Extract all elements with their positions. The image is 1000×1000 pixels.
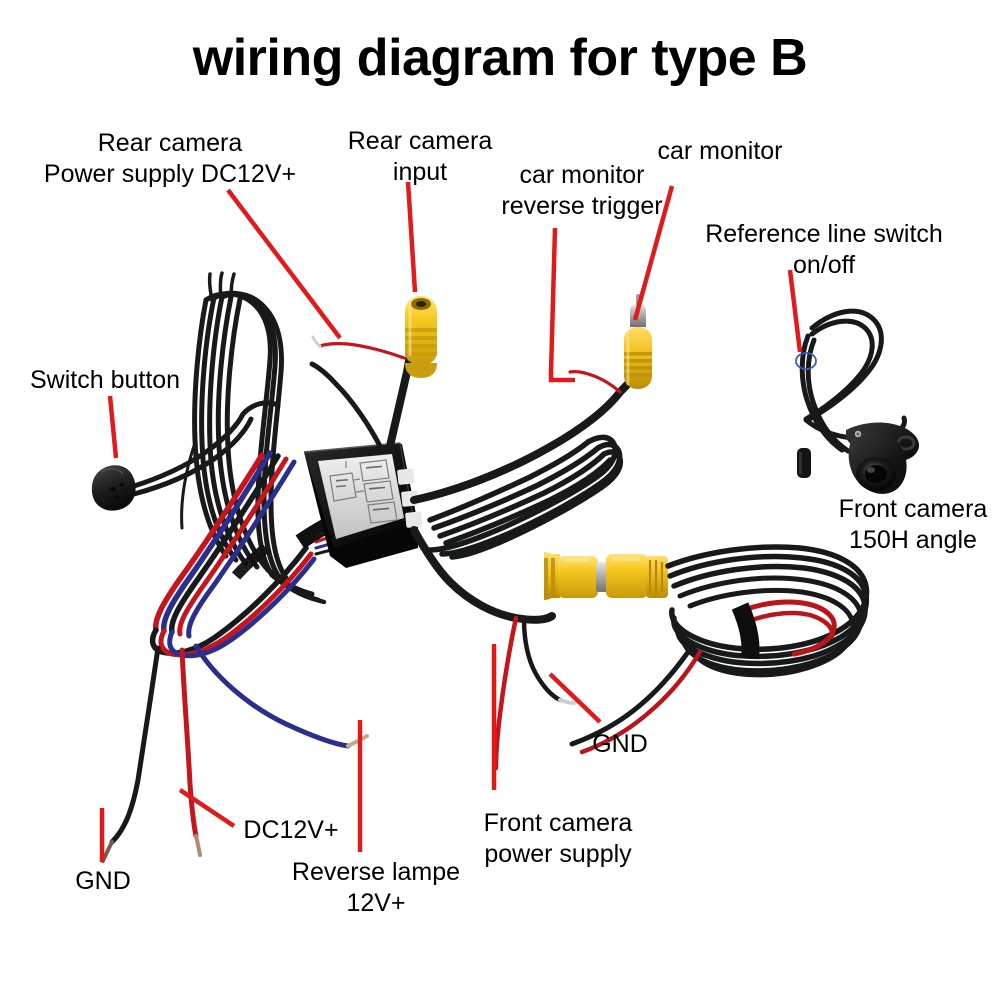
label-car-monitor-reverse-trigger: car monitor reverse trigger xyxy=(501,161,663,220)
wire-harness-bundle xyxy=(101,450,369,863)
label-switch-button: Switch button xyxy=(30,366,181,394)
pointer-car-monitor-reverse-trigger xyxy=(548,227,558,373)
pointer-rear-camera-input xyxy=(405,181,418,293)
pointer-car-monitor xyxy=(632,185,675,321)
rca-male-yellow-car-monitor[interactable] xyxy=(624,294,652,389)
pointer-lines xyxy=(99,181,803,862)
label-front-camera-angle: Front camera 150H angle xyxy=(838,495,988,554)
pointer-dc12v xyxy=(178,788,236,828)
cable-coil-front xyxy=(569,544,870,755)
pointer-rear-camera-power xyxy=(226,188,342,340)
rca-female-yellow-rear-input[interactable] xyxy=(405,296,437,378)
label-dc12v-plus: DC12V+ xyxy=(243,816,339,844)
front-camera-inline-connector xyxy=(797,448,811,478)
pointer-car-monitor-reverse-trigger-elbow xyxy=(548,372,575,383)
switch-button-cable xyxy=(128,400,281,497)
reference-line-switch-ring[interactable] xyxy=(795,352,817,370)
wire-to-rear-input xyxy=(309,332,417,453)
pointer-reference-line-switch xyxy=(787,269,803,353)
label-front-camera-power-supply: Front camera power supply xyxy=(483,809,633,868)
label-reference-line-switch: Reference line switch on/off xyxy=(705,220,943,279)
front-camera-module[interactable] xyxy=(846,422,920,494)
cable-coil-middle xyxy=(427,434,624,560)
rca-pair-yellow-front-camera[interactable] xyxy=(544,552,668,600)
control-module[interactable] xyxy=(303,442,418,568)
label-gnd-left: GND xyxy=(75,867,131,895)
label-rear-camera-power-supply: Rear camera Power supply DC12V+ xyxy=(43,129,297,188)
pointer-gnd-right xyxy=(548,672,602,724)
label-car-monitor: car monitor xyxy=(657,137,783,165)
wire-to-front-camera xyxy=(410,526,576,771)
cable-coil-rear xyxy=(180,271,327,605)
pointer-switch-button xyxy=(107,395,119,459)
label-reverse-lampe: Reverse lampe 12V+ xyxy=(291,858,461,917)
switch-button-module[interactable] xyxy=(91,465,136,511)
module-output-connectors xyxy=(397,468,423,528)
label-gnd-right: GND xyxy=(592,730,648,758)
label-rear-camera-input: Rear camera input xyxy=(347,127,493,186)
page-title: wiring diagram for type B xyxy=(192,29,808,87)
